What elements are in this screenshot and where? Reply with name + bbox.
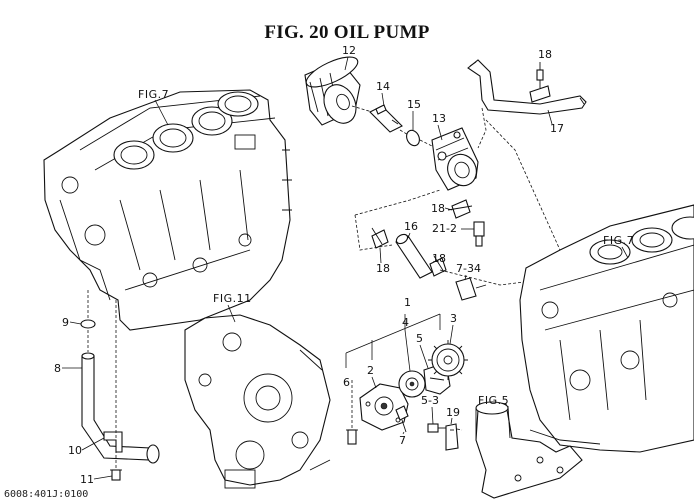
callout-1: 1 <box>404 296 411 309</box>
bolt-11 <box>111 469 121 481</box>
callout-15: 15 <box>407 98 421 111</box>
callout-18-top: 18 <box>538 48 552 61</box>
fitting-21-2 <box>473 221 485 247</box>
o-ring-9 <box>80 319 96 329</box>
hose-16 <box>395 233 433 279</box>
o-ring-15 <box>406 129 420 147</box>
clamp-18-mid <box>447 199 473 219</box>
callout-14: 14 <box>376 80 390 93</box>
ref-fig11: FIG.11 <box>213 292 252 305</box>
callout-21-2: 21-2 <box>432 222 457 235</box>
oil-pump-body-2 <box>359 383 409 431</box>
ref-fig7-left: FIG.7 <box>138 88 169 101</box>
oil-cooler-13 <box>431 127 479 191</box>
oil-pressure-switch-7-34 <box>455 277 487 301</box>
callout-5-3: 5-3 <box>421 394 439 407</box>
callout-17: 17 <box>550 122 564 135</box>
clamp-18-top <box>529 62 551 103</box>
callout-9: 9 <box>62 316 69 329</box>
callout-19: 19 <box>446 406 460 419</box>
callout-18-right: 18 <box>432 252 446 265</box>
oil-filter-cartridge-12 <box>304 56 361 126</box>
callout-3: 3 <box>450 312 457 325</box>
oil-pan <box>475 401 583 499</box>
callout-7: 7 <box>399 434 406 447</box>
ref-fig5: FIG.5 <box>478 394 509 407</box>
figure-title: FIG. 20 OIL PUMP <box>264 22 430 43</box>
bolt-7 <box>395 405 409 433</box>
callout-11: 11 <box>80 473 94 486</box>
leader-1 <box>345 313 441 354</box>
callout-5: 5 <box>416 332 423 345</box>
engine-block-left <box>43 89 292 331</box>
oil-pipe-14 <box>369 104 403 133</box>
bracket-19 <box>445 423 459 451</box>
clamp-18-left <box>371 227 389 249</box>
callout-10: 10 <box>68 444 82 457</box>
callout-6: 6 <box>343 376 350 389</box>
engine-block-right <box>519 204 694 453</box>
footer-code: 6008:401J:0100 <box>4 489 89 500</box>
callout-12: 12 <box>342 44 356 57</box>
callout-8: 8 <box>54 362 61 375</box>
clamp-18-right <box>429 255 447 277</box>
callout-18-mid: 18 <box>431 202 445 215</box>
callout-13: 13 <box>432 112 446 125</box>
gear-case <box>184 314 331 489</box>
hose-17 <box>467 59 587 115</box>
bolt-6 <box>346 380 358 445</box>
callout-18-left: 18 <box>376 262 390 275</box>
inner-rotor-4 <box>398 370 426 398</box>
callout-2: 2 <box>367 364 374 377</box>
callout-4: 4 <box>402 316 409 329</box>
ref-fig7-right: FIG.7 <box>603 234 634 247</box>
callout-7-34: 7-34 <box>456 262 481 275</box>
callout-16: 16 <box>404 220 418 233</box>
pump-gear-3 <box>428 340 468 380</box>
